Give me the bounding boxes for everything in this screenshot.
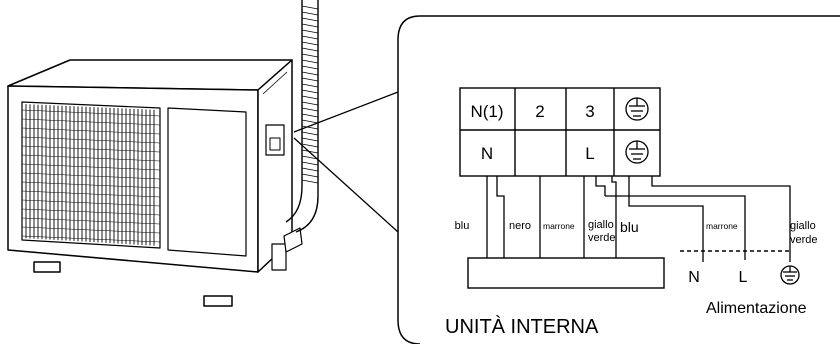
wire-label-marrone-right: marrone	[706, 221, 738, 231]
grille-bar	[21, 235, 161, 243]
pipe-insulation-ribs	[301, 5, 319, 184]
grille-bar	[21, 145, 161, 153]
outdoor-unit-illustration	[7, 59, 303, 307]
pipe-rib	[301, 173, 319, 178]
pipe-rib	[301, 107, 319, 112]
pipe-rib	[301, 41, 319, 46]
wire-label-giallo-right: giallo	[790, 220, 816, 232]
ground-icon	[625, 140, 649, 164]
wire-label-giallo-left: giallo	[588, 219, 614, 231]
pipe-rib	[301, 137, 319, 142]
terminal-label-n1: N(1)	[470, 102, 503, 121]
pipe-rib	[301, 131, 319, 136]
terminal-label-l: L	[585, 144, 594, 163]
wires	[486, 176, 791, 262]
pipe-rib	[301, 17, 319, 22]
pipe-rib	[301, 5, 319, 10]
pipe-rib	[301, 83, 319, 88]
pipe-rib	[301, 23, 319, 28]
grille-bar	[21, 226, 161, 234]
wire-label-verde-right: verde	[790, 234, 818, 246]
pipe-rib	[301, 125, 319, 130]
grille-bar	[21, 172, 161, 180]
wire-label-nero: nero	[509, 220, 531, 232]
terminal-block	[459, 87, 661, 177]
pipe-rib	[301, 143, 319, 148]
pipe-rib	[301, 113, 319, 118]
pipe-rib	[301, 77, 319, 82]
terminal-label-2: 2	[535, 102, 544, 121]
detail-frame	[397, 15, 840, 344]
wire-label-marrone-left: marrone	[543, 221, 575, 231]
indoor-unit-label: UNITÀ INTERNA	[445, 315, 599, 338]
grille-bar	[21, 154, 161, 162]
ground-icon	[780, 265, 800, 285]
grille-bar	[21, 199, 161, 207]
grille-bar	[21, 127, 161, 135]
pipe-rib	[301, 47, 319, 52]
pipe-rib	[301, 65, 319, 70]
pipe-rib	[301, 53, 319, 58]
terminal-label-n: N	[481, 144, 493, 163]
pipe-rib	[301, 101, 319, 106]
grille-bar	[21, 208, 161, 216]
grille-bar	[21, 109, 161, 117]
pipe-rib	[301, 29, 319, 34]
wire-label-verde-left: verde	[588, 232, 616, 244]
grille-bar	[21, 118, 161, 126]
wire-label-blu-left: blu	[455, 220, 470, 232]
pipe-rib	[301, 119, 319, 124]
terminal-label-3: 3	[585, 102, 594, 121]
pipe-rib	[301, 155, 319, 160]
pipe-rib	[301, 167, 319, 172]
power-terminal-n: N	[688, 269, 700, 286]
grille-bar	[21, 190, 161, 198]
pipe-rib	[301, 35, 319, 40]
grille-bar	[21, 217, 161, 225]
pipe-rib	[301, 11, 319, 16]
condenser-grille	[21, 104, 161, 246]
grille-bar	[21, 181, 161, 189]
pipe-rib	[301, 71, 319, 76]
pipe-rib	[301, 149, 319, 154]
callout-lines	[293, 91, 399, 233]
pipe-rib	[301, 89, 319, 94]
wire-label-blu-right: blu	[620, 219, 639, 235]
power-terminal-l: L	[739, 269, 748, 286]
pipe-rib	[301, 179, 319, 184]
power-supply-label: Alimentazione	[706, 300, 807, 317]
pipe-rib	[301, 161, 319, 166]
refrigerant-pipe	[285, 0, 319, 233]
pipe-rib	[301, 95, 319, 100]
ground-icon	[625, 97, 649, 121]
grille-bar	[21, 136, 161, 144]
pipe-rib	[301, 59, 319, 64]
indoor-unit-box	[467, 257, 665, 289]
grille-bar	[21, 163, 161, 171]
